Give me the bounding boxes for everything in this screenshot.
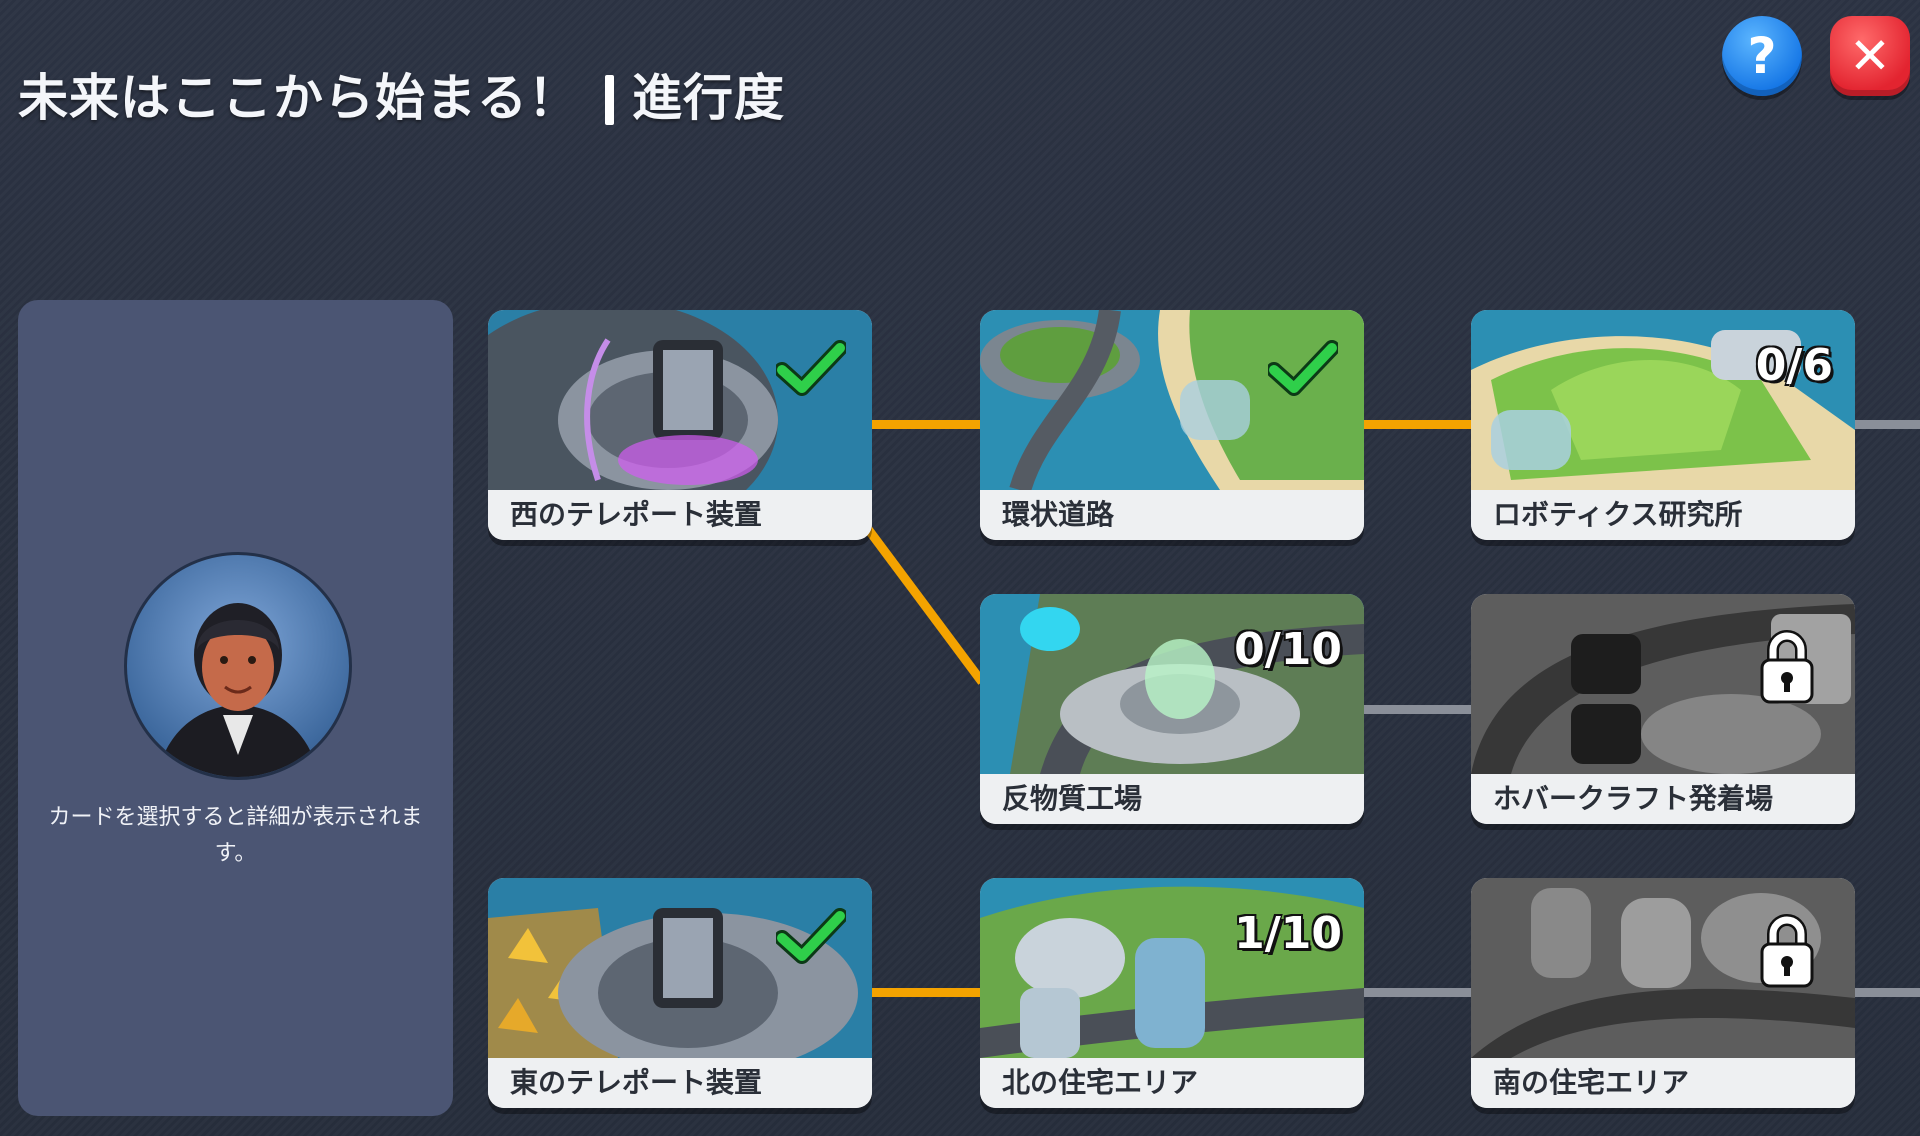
connector-ring-robotics [1362,420,1472,429]
progress-count: 0/6 [1755,340,1833,391]
connector-east-north [871,988,981,997]
lock-icon [1760,914,1814,988]
card-robotics-lab[interactable]: 0/6 ロボティクス研究所 [1471,310,1855,540]
card-south-residential[interactable]: 南の住宅エリア [1471,878,1855,1108]
card-ring-road[interactable]: 環状道路 [980,310,1364,540]
card-label: 北の住宅エリア [980,1058,1364,1108]
close-icon: ✕ [1849,27,1891,85]
card-label: 環状道路 [980,490,1364,540]
card-antimatter-factory[interactable]: 0/10 反物質工場 [980,594,1364,824]
card-art [1471,878,1855,1058]
card-art [488,878,872,1058]
connector-west-antimatter [861,522,986,685]
title-main: 未来はここから始まる！ [18,69,579,127]
card-art [980,878,1364,1058]
card-west-teleporter[interactable]: 西のテレポート装置 [488,310,872,540]
card-label: 反物質工場 [980,774,1364,824]
card-art [1471,310,1855,490]
card-label: ロボティクス研究所 [1471,490,1855,540]
check-icon [776,908,846,964]
page-title: 未来はここから始まる！ 進行度 [18,58,785,130]
question-icon: ? [1747,27,1777,85]
card-label: 西のテレポート装置 [488,490,872,540]
card-label: ホバークラフト発着場 [1471,774,1855,824]
card-east-teleporter[interactable]: 東のテレポート装置 [488,878,872,1108]
card-label: 南の住宅エリア [1471,1058,1855,1108]
connector-robotics-next [1854,420,1920,429]
selection-hint: カードを選択すると詳細が表示されます。 [48,805,423,866]
connector-antimatter-hover [1362,705,1472,714]
help-button[interactable]: ? [1722,16,1802,96]
progress-count: 1/10 [1234,908,1342,959]
card-label: 東のテレポート装置 [488,1058,872,1108]
title-divider [605,75,614,125]
check-icon [776,340,846,396]
card-art [980,310,1364,490]
card-art [980,594,1364,774]
title-sub: 進行度 [632,69,785,127]
connector-north-south [1362,988,1472,997]
card-north-residential[interactable]: 1/10 北の住宅エリア [980,878,1364,1108]
lock-icon [1760,630,1814,704]
card-art [488,310,872,490]
progress-count: 0/10 [1234,624,1342,675]
advisor-avatar [124,552,352,780]
close-button[interactable]: ✕ [1830,16,1910,96]
check-icon [1268,340,1338,396]
connector-west-ring [871,420,981,429]
connector-south-next [1854,988,1920,997]
detail-panel: カードを選択すると詳細が表示されます。 [18,300,453,1116]
card-hovercraft-pad[interactable]: ホバークラフト発着場 [1471,594,1855,824]
